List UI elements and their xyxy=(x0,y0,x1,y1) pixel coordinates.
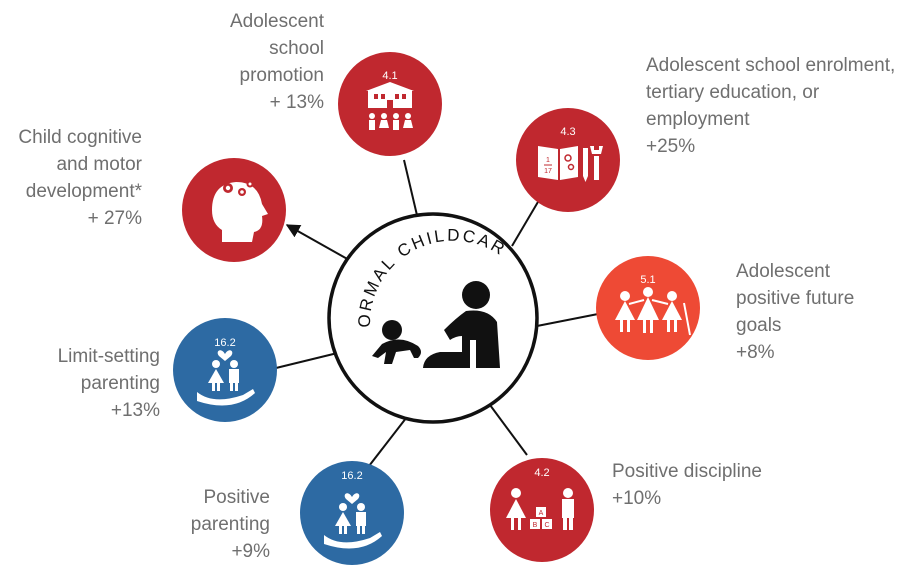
label-value: +8% xyxy=(736,342,775,363)
sdg-code: 4.3 xyxy=(560,126,575,138)
head-with-gears-icon xyxy=(212,180,268,242)
label-line: and motor xyxy=(56,154,142,175)
label-future-goals: Adolescent positive future goals +8% xyxy=(736,258,854,366)
label-line: goals xyxy=(736,315,782,336)
label-line: Positive xyxy=(203,487,270,508)
label-value: +25% xyxy=(646,136,696,157)
connector-positive-discipline xyxy=(489,404,528,456)
label-line: positive future xyxy=(736,288,855,309)
label-line: Adolescent xyxy=(736,261,831,282)
sdg-code: 16.2 xyxy=(341,470,362,482)
label-value: + 27% xyxy=(87,208,142,229)
label-line: development* xyxy=(25,181,142,202)
svg-text:C: C xyxy=(544,522,549,529)
connector-positive-parenting xyxy=(368,412,411,467)
svg-text:17: 17 xyxy=(544,168,552,175)
label-value: +10% xyxy=(612,488,662,509)
label-school-promotion: Adolescent school promotion + 13% xyxy=(230,8,324,116)
women-equality-icon xyxy=(615,287,691,336)
sdg-code: 4.2 xyxy=(534,467,549,479)
label-line: promotion xyxy=(239,65,325,86)
adult-child-blocks-icon: A B C xyxy=(506,488,574,530)
protected-children-hand-icon xyxy=(197,350,255,406)
label-line: parenting xyxy=(80,373,160,394)
label-line: Positive discipline xyxy=(612,461,762,482)
label-school-enrolment: Adolescent school enrolment, tertiary ed… xyxy=(646,52,895,160)
svg-text:B: B xyxy=(533,522,538,529)
label-positive-discipline: Positive discipline +10% xyxy=(612,458,762,512)
label-value: +13% xyxy=(110,400,160,421)
book-pencil-wrench-icon: 1 17 xyxy=(538,146,603,182)
node-future-goals: 5.1 xyxy=(596,256,700,360)
sdg-code: 4.1 xyxy=(382,70,397,82)
node-school-enrolment: 4.3 1 17 xyxy=(516,108,620,212)
label-line: employment xyxy=(646,109,750,130)
node-school-promotion: 4.1 xyxy=(338,52,442,156)
sdg-code: 16.2 xyxy=(214,337,235,349)
school-building-children-icon xyxy=(366,82,414,130)
label-line: school xyxy=(269,38,324,59)
label-line: Adolescent xyxy=(229,11,324,32)
protected-children-hand-icon xyxy=(324,493,382,549)
label-line: Limit-setting xyxy=(57,346,160,367)
sdg-circle-16-2 xyxy=(173,318,277,422)
crawling-baby-and-sitting-parent-icon xyxy=(372,281,500,368)
label-value: + 13% xyxy=(269,92,324,113)
node-limit-setting-parenting: 16.2 xyxy=(173,318,277,422)
node-positive-parenting: 16.2 xyxy=(300,461,404,565)
label-limit-setting-parenting: Limit-setting parenting +13% xyxy=(58,343,160,424)
label-positive-parenting: Positive parenting +9% xyxy=(191,484,270,565)
label-line: Adolescent school enrolment, xyxy=(646,55,896,76)
node-positive-discipline: 4.2 A B C xyxy=(490,458,594,562)
node-cognitive-motor xyxy=(182,158,286,262)
svg-text:1: 1 xyxy=(546,157,550,164)
svg-text:A: A xyxy=(539,510,544,517)
connector-future-goals xyxy=(536,313,599,327)
sdg-code: 5.1 xyxy=(640,274,655,286)
label-line: Child cognitive xyxy=(18,127,142,148)
label-value: +9% xyxy=(231,541,270,562)
center-circle xyxy=(327,212,539,424)
label-line: tertiary education, or xyxy=(646,82,820,103)
label-line: parenting xyxy=(190,514,270,535)
label-cognitive-motor: Child cognitive and motor development* +… xyxy=(18,124,142,232)
